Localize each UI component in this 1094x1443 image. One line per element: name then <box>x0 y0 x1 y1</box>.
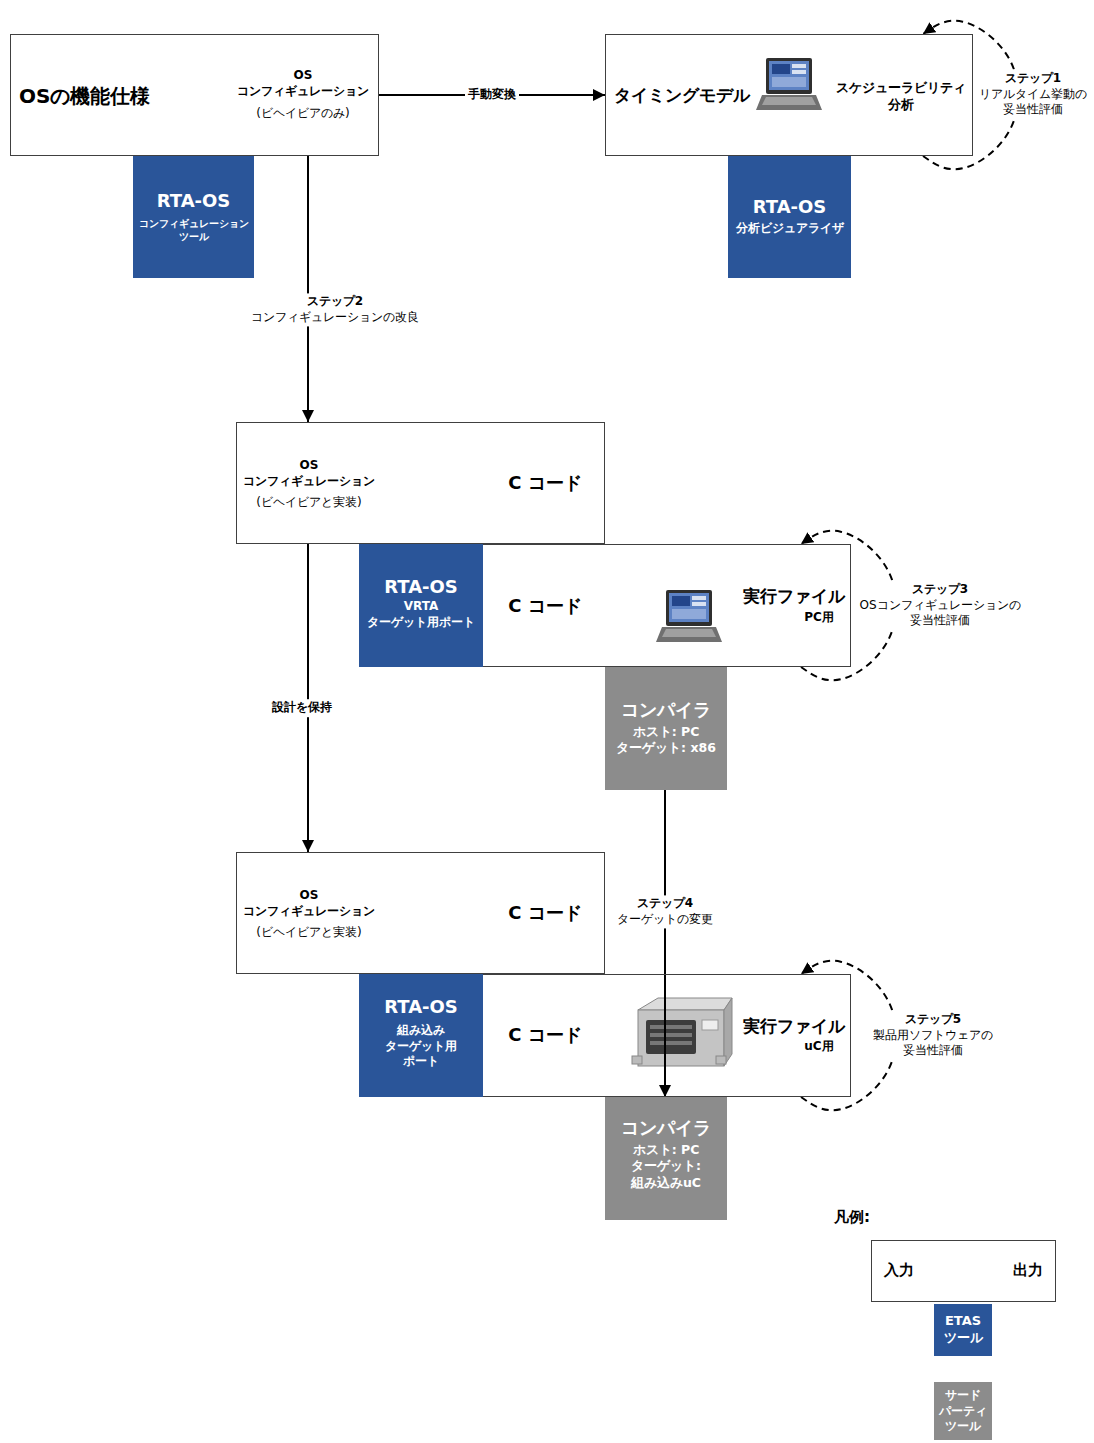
config-box: OS コンフィギュレーション (ビヘイビアと実装) C コード <box>236 852 605 974</box>
iteration-loop <box>923 21 1018 170</box>
edge-label: ステップ2 コンフィギュレーションの改良 <box>248 293 422 326</box>
ecu-icon <box>632 998 732 1066</box>
node-text: 組み込み ターゲット用 ポート <box>385 1023 457 1070</box>
node-text: uC用 <box>804 1039 833 1055</box>
legend-title: 凡例: <box>834 1208 870 1228</box>
iteration-loop <box>801 531 896 681</box>
node-text: タイミングモデル <box>614 84 750 106</box>
spec-box: OSの機能仕様 OS コンフィギュレーション (ビヘイビアのみ) <box>10 34 379 156</box>
edge-label: ステップ5 製品用ソフトウェアの 妥当性評価 <box>870 1011 996 1060</box>
node-text: ホスト: PC ターゲット: x86 <box>607 724 725 757</box>
legend-sample-text: 出力 <box>1013 1261 1043 1281</box>
node-text: C コード <box>508 1023 581 1046</box>
flow-arrow <box>307 544 309 852</box>
node-text: RTA-OS <box>384 575 458 598</box>
node-text: OS コンフィギュレーション <box>237 68 369 99</box>
legend-sample-text: 入力 <box>884 1261 914 1281</box>
node-text: 実行ファイル <box>743 1015 845 1037</box>
iteration-loop <box>801 961 896 1111</box>
legend-swatch: ETAS ツール <box>934 1304 992 1356</box>
node-text: C コード <box>508 901 581 924</box>
laptop-icon <box>656 590 722 642</box>
node-text: C コード <box>508 471 581 494</box>
legend-text: サード パーティ ツール <box>939 1388 987 1435</box>
node-text: コンパイラ <box>621 1116 711 1139</box>
legend-text: ETAS ツール <box>944 1313 983 1347</box>
etas-tool-box: RTA-OS 組み込み ターゲット用 ポート <box>359 974 483 1097</box>
edge-label: 手動変換 <box>465 86 519 104</box>
edge-label: ステップ4 ターゲットの変更 <box>614 895 716 928</box>
legend-sample-box <box>871 1240 1056 1302</box>
flow-arrow <box>379 94 605 96</box>
node-text: (ビヘイビアと実装) <box>256 925 361 941</box>
edge-group <box>308 21 1018 1111</box>
compiler-box: コンパイラホスト: PC ターゲット: x86 <box>605 667 727 790</box>
node-text: RTA-OS <box>753 195 827 218</box>
edge-label: 設計を保持 <box>269 699 335 717</box>
edge-label: ステップ3 OSコンフィギュレーションの 妥当性評価 <box>856 581 1025 630</box>
node-text: OS コンフィギュレーション <box>243 458 375 489</box>
node-text: (ビヘイビアと実装) <box>256 495 361 511</box>
legend-swatch: サード パーティ ツール <box>934 1382 992 1440</box>
node-text: OSの機能仕様 <box>19 83 150 109</box>
node-text: RTA-OS <box>157 189 231 212</box>
executable-box: C コード 実行ファイル PC用 RTA-OSVRTA ターゲット用ポート <box>359 544 851 667</box>
node-text: C コード <box>508 594 581 617</box>
edge-label: ステップ1 リアルタイム挙動の 妥当性評価 <box>976 70 1090 119</box>
flow-arrow <box>307 156 309 422</box>
node-text: PC用 <box>804 610 834 626</box>
executable-box: C コード 実行ファイル uC用 RTA-OS 組み込み ターゲット用 ポート <box>359 974 851 1097</box>
etas-tool-box: RTA-OS コンフィギュレーション ツール <box>133 156 254 278</box>
config-box: OS コンフィギュレーション (ビヘイビアと実装) C コード <box>236 422 605 544</box>
node-text: OS コンフィギュレーション <box>243 888 375 919</box>
node-text: ホスト: PC ターゲット: 組み込みuC <box>607 1142 725 1191</box>
laptop-icon <box>756 58 822 110</box>
node-text: 実行ファイル <box>743 585 845 607</box>
flow-arrow <box>664 790 666 1097</box>
node-text: コンフィギュレーション ツール <box>139 217 249 244</box>
node-text: 分析ビジュアライザ <box>736 221 844 237</box>
node-text: コンパイラ <box>621 698 711 721</box>
node-text: RTA-OS <box>384 995 458 1018</box>
node-text: VRTA ターゲット用ポート <box>367 599 475 630</box>
etas-tool-box: RTA-OSVRTA ターゲット用ポート <box>359 544 483 667</box>
timing-model-box: タイミングモデル スケジューラビリティ 分析 <box>605 34 973 156</box>
node-text: (ビヘイビアのみ) <box>256 106 349 122</box>
etas-tool-box: RTA-OS 分析ビジュアライザ <box>728 156 851 278</box>
compiler-box: コンパイラホスト: PC ターゲット: 組み込みuC <box>605 1097 727 1220</box>
node-text: スケジューラビリティ 分析 <box>836 80 966 114</box>
